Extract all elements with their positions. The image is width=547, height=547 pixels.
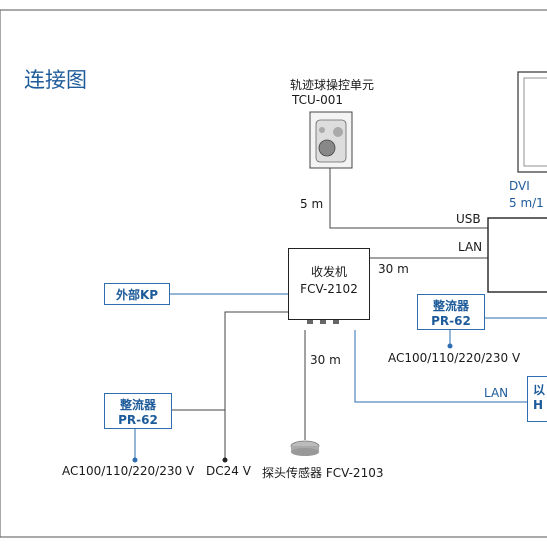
ac-input-right: AC100/110/220/230 V (388, 351, 521, 365)
dvi-cable-length: 5 m/1 (509, 196, 544, 210)
page-title: 连接图 (24, 68, 87, 92)
lan-label-bottom: LAN (484, 386, 509, 400)
partial-device-box: 以 H (527, 376, 547, 422)
partial-box-line2: H (533, 398, 544, 412)
cable-length-30m-vertical: 30 m (310, 353, 341, 367)
dvi-label: DVI (509, 179, 530, 193)
rectifier-right-model: PR-62 (431, 314, 471, 328)
rectifier-left-name: 整流器 (119, 398, 156, 412)
trackball-model: TCU-001 (292, 93, 344, 107)
external-kp-label: 外部KP (115, 288, 159, 302)
external-kp-box: 外部KP (104, 283, 170, 305)
partial-box-line1: 以 (533, 383, 546, 397)
transducer-label: 探头传感器 FCV-2103 (262, 466, 384, 480)
rectifier-right-box: 整流器 PR-62 (417, 294, 485, 330)
trackball-device-image (310, 112, 352, 168)
cable-length-5m: 5 m (300, 197, 324, 211)
cable-length-30m-horizontal: 30 m (378, 262, 409, 276)
rectifier-left-model: PR-62 (118, 413, 158, 427)
usb-label: USB (456, 212, 481, 226)
processor-unit (488, 218, 547, 292)
transceiver-unit: 收发机 FCV-2102 (288, 248, 370, 320)
trackball-name: 轨迹球操控单元 (290, 78, 375, 92)
ac-input-left: AC100/110/220/230 V (62, 464, 195, 478)
rectifier-right-name: 整流器 (432, 299, 469, 313)
monitor-icon (518, 72, 547, 172)
transducer-icon (291, 440, 319, 456)
transceiver-model: FCV-2102 (300, 282, 358, 296)
dc24-label: DC24 V (206, 464, 251, 478)
rectifier-left-box: 整流器 PR-62 (104, 393, 172, 429)
lan-label-top: LAN (458, 240, 483, 254)
transceiver-name: 收发机 (310, 265, 347, 279)
